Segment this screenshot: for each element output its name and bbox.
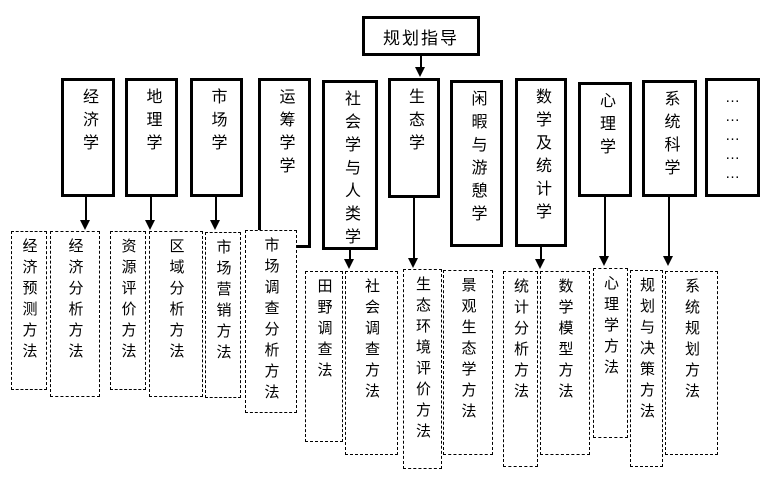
method-label: 数学模型方法	[556, 278, 574, 404]
arrow-economics-shaft	[85, 197, 87, 220]
method-box-economic-analysis: 经济分析方法	[50, 231, 100, 397]
discipline-label: 市场学	[208, 88, 226, 157]
arrow-math-statistics-head	[535, 259, 545, 269]
arrow-geography-head	[145, 220, 155, 230]
method-box-resource-evaluation: 资源评价方法	[110, 231, 146, 390]
method-box-market-survey-analysis: 市场调查分析方法	[245, 230, 297, 413]
discipline-box-geography: 地理学	[125, 78, 178, 197]
arrow-geography-shaft	[150, 197, 152, 220]
method-box-landscape-ecology: 景观生态学方法	[443, 270, 493, 455]
method-box-social-survey: 社会调查方法	[345, 271, 398, 455]
ellipsis-label: ……………	[724, 89, 741, 184]
method-label: 系统规划方法	[683, 278, 700, 404]
root-box-label: 规划指导	[383, 28, 459, 48]
discipline-label: 系统科学	[661, 90, 679, 182]
discipline-label: 地理学	[143, 88, 161, 157]
discipline-box-psychology: 心理学	[578, 82, 632, 197]
discipline-box-marketing: 市场学	[190, 78, 243, 197]
method-box-marketing-methods: 市场营销方法	[205, 232, 241, 398]
arrow-marketing-head	[210, 220, 220, 230]
discipline-box-ellipsis: ……………	[705, 78, 760, 197]
method-label: 经济分析方法	[66, 238, 84, 364]
method-box-economic-forecasting: 经济预测方法	[11, 231, 47, 390]
method-box-system-planning: 系统规划方法	[665, 271, 718, 455]
discipline-label: 闲暇与游憩学	[468, 90, 486, 228]
arrow-systems-science-head	[663, 256, 673, 266]
method-box-planning-decision: 规划与决策方法	[630, 270, 663, 467]
discipline-label: 数学及统计学	[533, 88, 550, 226]
discipline-box-sociology-anthropology: 社会学与人类学	[322, 80, 378, 251]
arrow-sociology-head	[344, 259, 354, 269]
root-box-planning-guidance: 规划指导	[362, 16, 480, 56]
arrow-sociology-shaft	[349, 250, 351, 259]
method-label: 经济预测方法	[20, 238, 38, 364]
method-box-regional-analysis: 区域分析方法	[149, 231, 203, 397]
method-label: 田野调查法	[315, 278, 333, 383]
method-box-mathematical-model: 数学模型方法	[540, 271, 590, 455]
method-box-field-survey: 田野调查法	[305, 271, 343, 442]
arrow-ecology-head	[408, 258, 418, 268]
discipline-label: 运筹学学	[276, 88, 294, 180]
arrow-root-shaft	[420, 56, 422, 67]
discipline-box-leisure-recreation: 闲暇与游憩学	[450, 80, 503, 247]
arrow-ecology-shaft	[413, 198, 415, 258]
arrow-math-statistics-shaft	[540, 247, 542, 259]
method-box-eco-environment-evaluation: 生态环境评价方法	[403, 269, 442, 469]
method-label: 资源评价方法	[119, 238, 137, 364]
arrow-psychology-shaft	[604, 197, 606, 256]
discipline-label: 心理学	[597, 92, 614, 161]
method-label: 统计分析方法	[512, 278, 529, 404]
discipline-box-economics: 经济学	[61, 78, 115, 197]
discipline-box-operations-research: 运筹学学	[258, 78, 311, 248]
discipline-label: 社会学与人类学	[342, 90, 359, 251]
arrow-psychology-head	[599, 256, 609, 266]
discipline-box-systems-science: 系统科学	[642, 80, 697, 197]
discipline-label: 经济学	[80, 88, 97, 157]
discipline-box-math-statistics: 数学及统计学	[515, 78, 567, 247]
method-label: 规划与决策方法	[638, 277, 655, 424]
method-label: 景观生态学方法	[459, 277, 477, 424]
method-label: 生态环境评价方法	[414, 276, 431, 444]
discipline-label: 生态学	[406, 88, 423, 157]
arrow-economics-head	[80, 220, 90, 230]
discipline-box-ecology: 生态学	[388, 78, 440, 198]
method-label: 区域分析方法	[167, 238, 185, 364]
method-label: 社会调查方法	[363, 278, 380, 404]
method-label: 市场调查分析方法	[262, 237, 280, 405]
arrow-systems-science-shaft	[668, 197, 670, 256]
arrow-marketing-shaft	[215, 197, 217, 220]
method-label: 心理学方法	[602, 275, 619, 380]
method-box-statistical-analysis: 统计分析方法	[503, 271, 538, 467]
method-box-psychology-methods: 心理学方法	[593, 268, 628, 438]
method-label: 市场营销方法	[214, 239, 232, 365]
arrow-root-head	[415, 67, 425, 77]
